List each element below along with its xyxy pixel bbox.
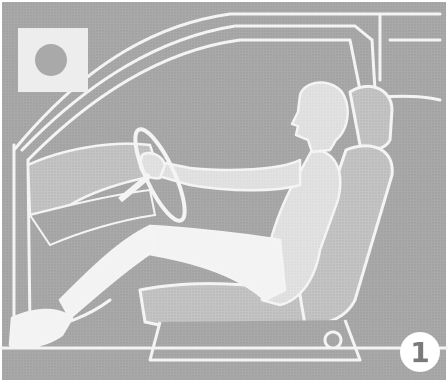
step-number: 1: [410, 336, 429, 369]
indicator-panel: [18, 28, 88, 92]
step-number-badge: 1: [400, 332, 440, 372]
indicator-dot-icon: [35, 44, 67, 76]
